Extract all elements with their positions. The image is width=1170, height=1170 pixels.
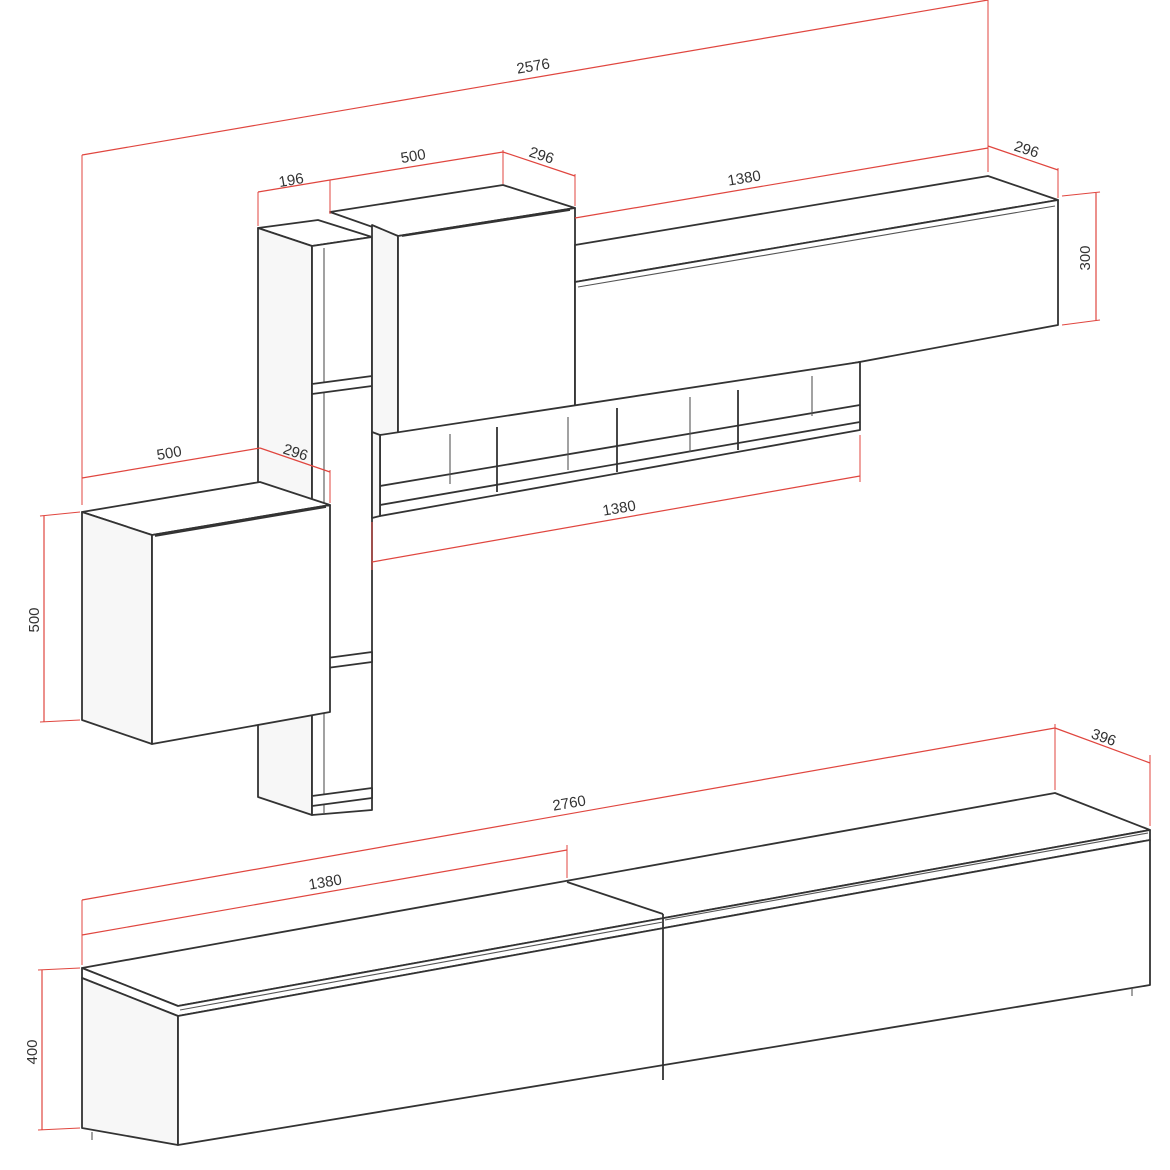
label-tv-module-width: 1380 xyxy=(307,871,343,893)
dimension-upper-cabinet-depth: 296 xyxy=(502,144,576,206)
label-tv-unit-height: 400 xyxy=(24,1039,41,1064)
dimension-tv-unit-height: 400 xyxy=(24,967,81,1131)
dimension-open-shelf-width: 1380 xyxy=(371,435,861,570)
left-wall-cabinet xyxy=(81,481,331,745)
dimension-left-cabinet-width: 500 xyxy=(81,443,261,479)
dimension-top-cabinet-width: 1380 xyxy=(574,147,989,219)
dimension-tv-module-width: 1380 xyxy=(81,845,568,936)
label-left-cabinet-height: 500 xyxy=(26,607,43,632)
label-tv-unit-depth: 396 xyxy=(1089,726,1118,751)
dimension-upper-cabinet-width: 500 xyxy=(329,146,504,184)
label-tv-unit-width: 2760 xyxy=(551,792,587,814)
dimension-total-wall-width: 2576 xyxy=(81,0,989,505)
label-left-cabinet-depth: 296 xyxy=(281,441,310,465)
dimension-top-cabinet-depth: 296 xyxy=(987,138,1059,198)
label-left-cabinet-width: 500 xyxy=(155,443,183,464)
dimension-tv-unit-width: 2760 xyxy=(81,724,1056,965)
label-upper-cabinet-width: 500 xyxy=(399,146,427,167)
label-upper-cabinet-depth: 296 xyxy=(527,144,556,168)
tv-unit xyxy=(81,792,1151,1146)
dimension-left-cabinet-depth: 296 xyxy=(259,441,331,503)
dimension-shelf-unit-width: 196 xyxy=(257,170,331,226)
upper-wall-cabinet xyxy=(329,184,576,447)
label-top-cabinet-depth: 296 xyxy=(1012,138,1041,162)
open-shelf-unit xyxy=(371,361,861,519)
label-shelf-unit-width: 196 xyxy=(277,170,305,191)
top-long-cabinet xyxy=(574,175,1059,416)
dimension-top-cabinet-height: 300 xyxy=(1061,191,1101,326)
dimension-left-cabinet-height: 500 xyxy=(26,511,81,723)
label-top-cabinet-width: 1380 xyxy=(726,167,762,189)
label-top-cabinet-height: 300 xyxy=(1077,245,1094,270)
label-open-shelf-width: 1380 xyxy=(601,497,637,519)
label-total-wall-width: 2576 xyxy=(515,55,551,77)
